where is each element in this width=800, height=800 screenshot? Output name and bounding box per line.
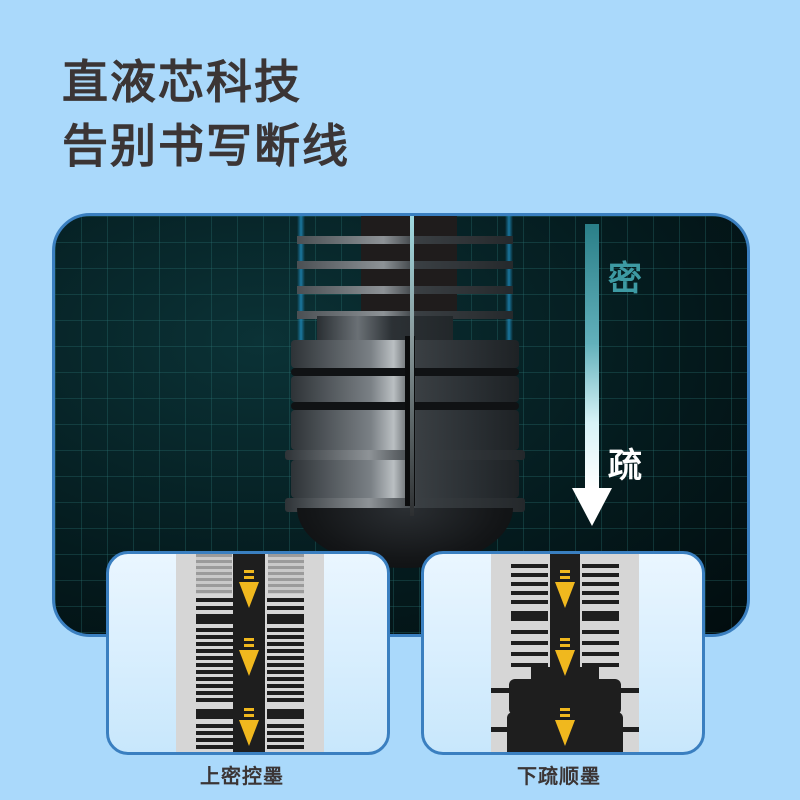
comb-fin <box>196 677 304 681</box>
ink-flow-arrow-icon <box>555 708 575 748</box>
down-arrow-icon <box>572 488 612 526</box>
headline-line-2: 告别书写断线 <box>62 119 350 173</box>
inset-lower-sparse <box>421 551 705 755</box>
label-sparse: 疏 <box>608 446 642 486</box>
label-dense: 密 <box>608 259 642 299</box>
comb-fin <box>196 614 304 624</box>
comb-fin <box>511 573 619 577</box>
glow-line-left <box>297 216 305 346</box>
caption-upper-dense: 上密控墨 <box>200 764 284 788</box>
ink-flow-arrow-icon <box>555 638 575 678</box>
comb-fin <box>511 564 619 568</box>
comb-fin <box>511 611 619 621</box>
glow-line-right <box>505 216 513 346</box>
comb-fin <box>196 606 304 610</box>
comb-fin <box>511 641 619 645</box>
feed-collar <box>317 316 453 340</box>
ink-flow-arrow-icon <box>239 708 259 748</box>
feed-cross-section <box>176 554 324 752</box>
feed-cross-section <box>491 554 639 752</box>
caption-lower-sparse: 下疏顺墨 <box>517 764 601 788</box>
ink-flow-arrow-icon <box>239 638 259 678</box>
ink-flow-arrow-icon <box>555 570 575 610</box>
inset-upper-dense <box>106 551 390 755</box>
headline: 直液芯科技 告别书写断线 <box>62 50 350 178</box>
comb-fin <box>511 630 619 634</box>
seal-line <box>491 688 639 693</box>
thread-left <box>196 554 232 594</box>
thread-right <box>268 554 304 594</box>
feed-fin <box>297 311 513 319</box>
comb-fin <box>196 635 304 639</box>
comb-fin <box>196 628 304 632</box>
pen-cutaway-panel: 密 疏 <box>52 213 750 637</box>
comb-fin <box>196 691 304 695</box>
feed-fin <box>297 286 513 294</box>
ink-slit <box>410 216 414 516</box>
pen-nib-illustration <box>277 216 577 634</box>
density-gradient-arrow <box>585 224 599 489</box>
feed-fin <box>297 261 513 269</box>
comb-fin <box>196 745 304 749</box>
comb-fin <box>196 698 304 702</box>
ink-flow-arrow-icon <box>239 570 259 610</box>
feed-fin <box>297 236 513 244</box>
comb-fin <box>196 684 304 688</box>
headline-line-1: 直液芯科技 <box>62 55 302 109</box>
